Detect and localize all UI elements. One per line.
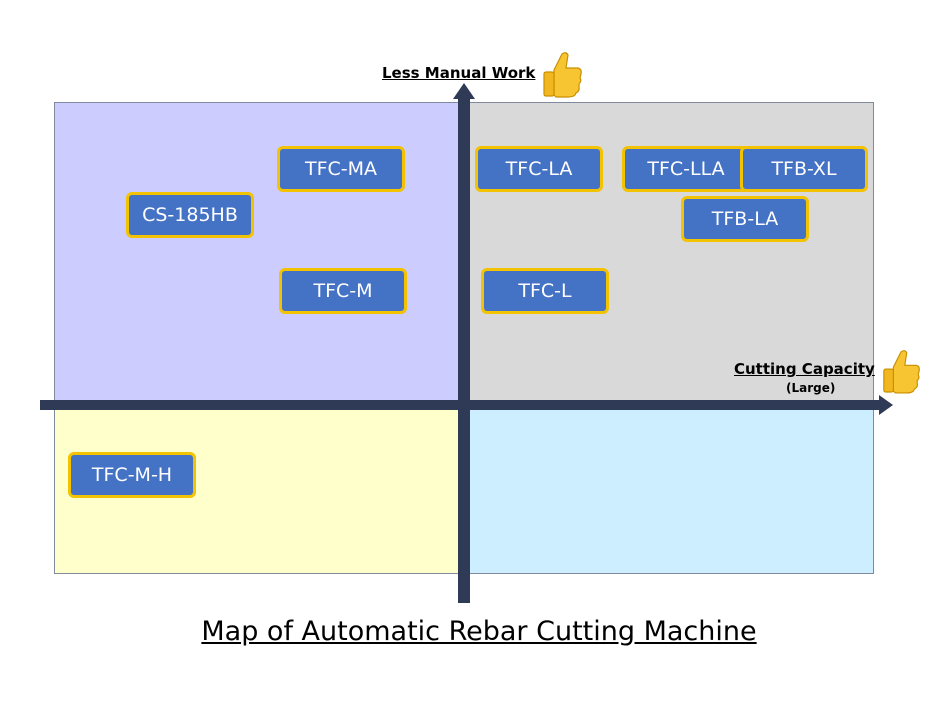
thumbs-up-icon <box>883 350 920 394</box>
diagram-title: Map of Automatic Rebar Cutting Machine <box>201 616 757 647</box>
horizontal-axis-arrow <box>879 395 893 415</box>
horizontal-axis-sub-label: (Large) <box>786 381 836 395</box>
machine-tfc-la: TFC-LA <box>475 146 603 192</box>
machine-tfc-l: TFC-L <box>481 268 609 314</box>
machine-tfc-lla: TFC-LLA <box>622 146 750 192</box>
vertical-axis-arrow <box>453 83 475 99</box>
machine-tfb-xl: TFB-XL <box>740 146 868 192</box>
thumbs-up-icon <box>543 52 582 98</box>
horizontal-axis-label: Cutting Capacity <box>734 360 875 378</box>
machine-tfb-la: TFB-LA <box>681 196 809 242</box>
horizontal-axis <box>40 400 882 410</box>
machine-tfc-m: TFC-M <box>279 268 407 314</box>
machine-tfc-m-h: TFC-M-H <box>68 452 196 498</box>
machine-tfc-ma: TFC-MA <box>277 146 405 192</box>
vertical-axis-label: Less Manual Work <box>382 64 536 82</box>
machine-cs-185hb: CS-185HB <box>126 192 254 238</box>
vertical-axis <box>458 98 470 603</box>
quadrant-bottom-right <box>464 406 874 574</box>
